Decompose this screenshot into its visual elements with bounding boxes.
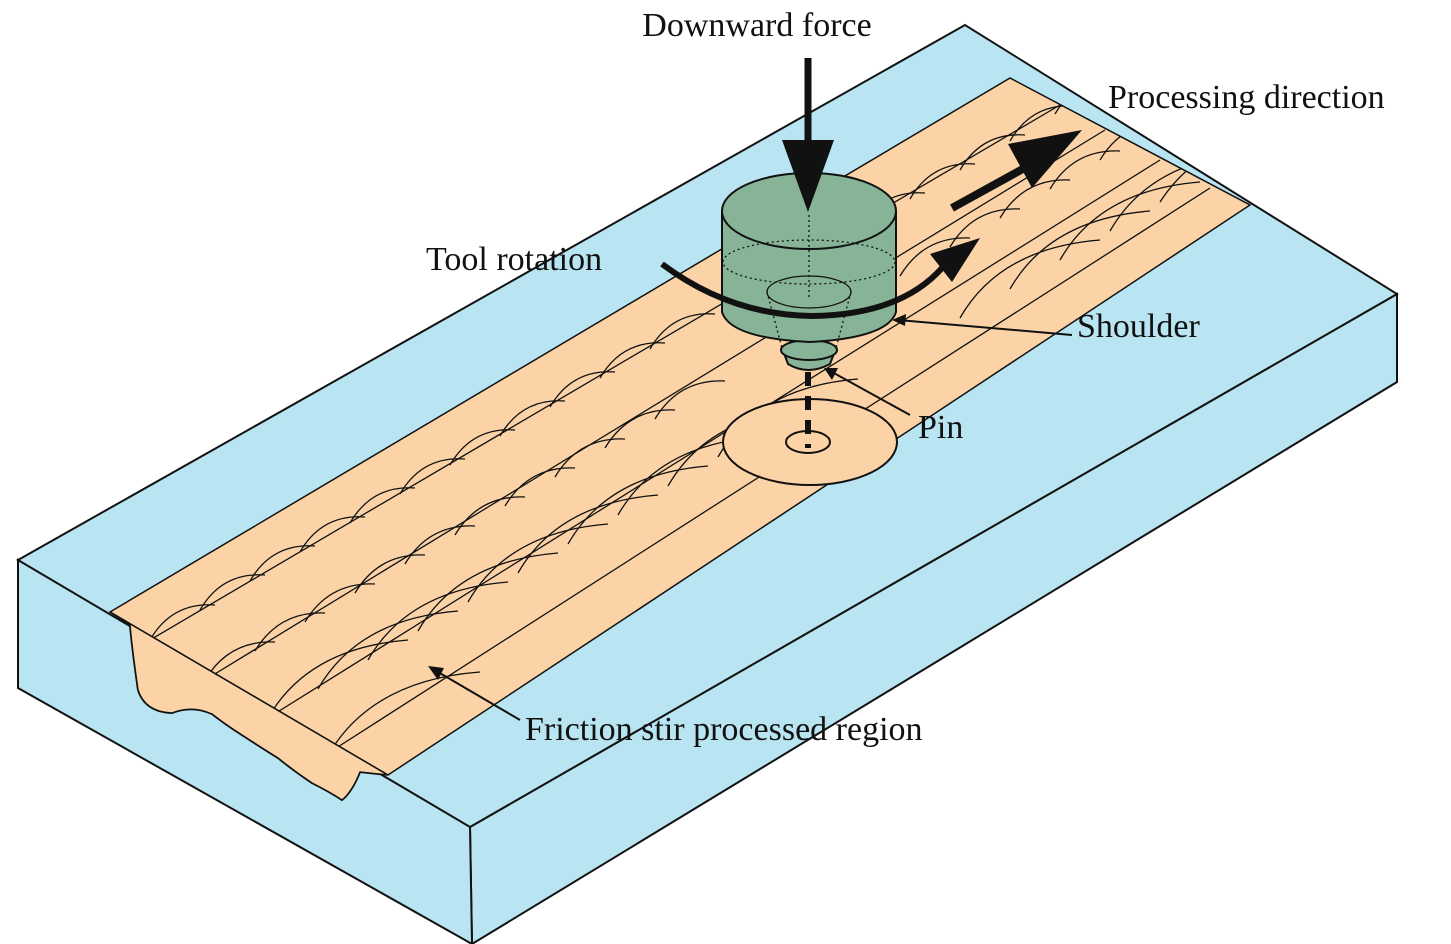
processing-direction-label: Processing direction	[1108, 79, 1385, 116]
channel-wall	[109, 611, 389, 801]
tool-rotation-arrow	[660, 238, 980, 320]
shoulder-leader-line	[897, 319, 1073, 336]
processing-direction-arrow	[950, 130, 1082, 212]
furrow-line	[204, 129, 1106, 681]
downward-force-arrow	[782, 58, 834, 212]
downward-arrow-head	[782, 140, 834, 212]
tool-rotation-label: Tool rotation	[426, 241, 602, 278]
rotation-arrow-head	[930, 238, 980, 282]
region-leader-line	[437, 671, 521, 721]
shoulder-leader-arrowhead	[892, 314, 906, 326]
entry-center	[785, 430, 831, 454]
pin-entry-hole	[722, 398, 898, 486]
direction-arrow-head	[1008, 130, 1082, 188]
furrow-line	[267, 159, 1161, 719]
shoulder-label: Shoulder	[1077, 308, 1200, 345]
pin-leader-line	[831, 371, 911, 416]
region-leader-arrowhead	[428, 666, 444, 680]
pin-label: Pin	[918, 409, 963, 446]
pin-leader-arrowhead	[824, 368, 838, 380]
downward-force-label: Downward force	[642, 7, 871, 44]
processed-region-label: Friction stir processed region	[525, 711, 923, 748]
